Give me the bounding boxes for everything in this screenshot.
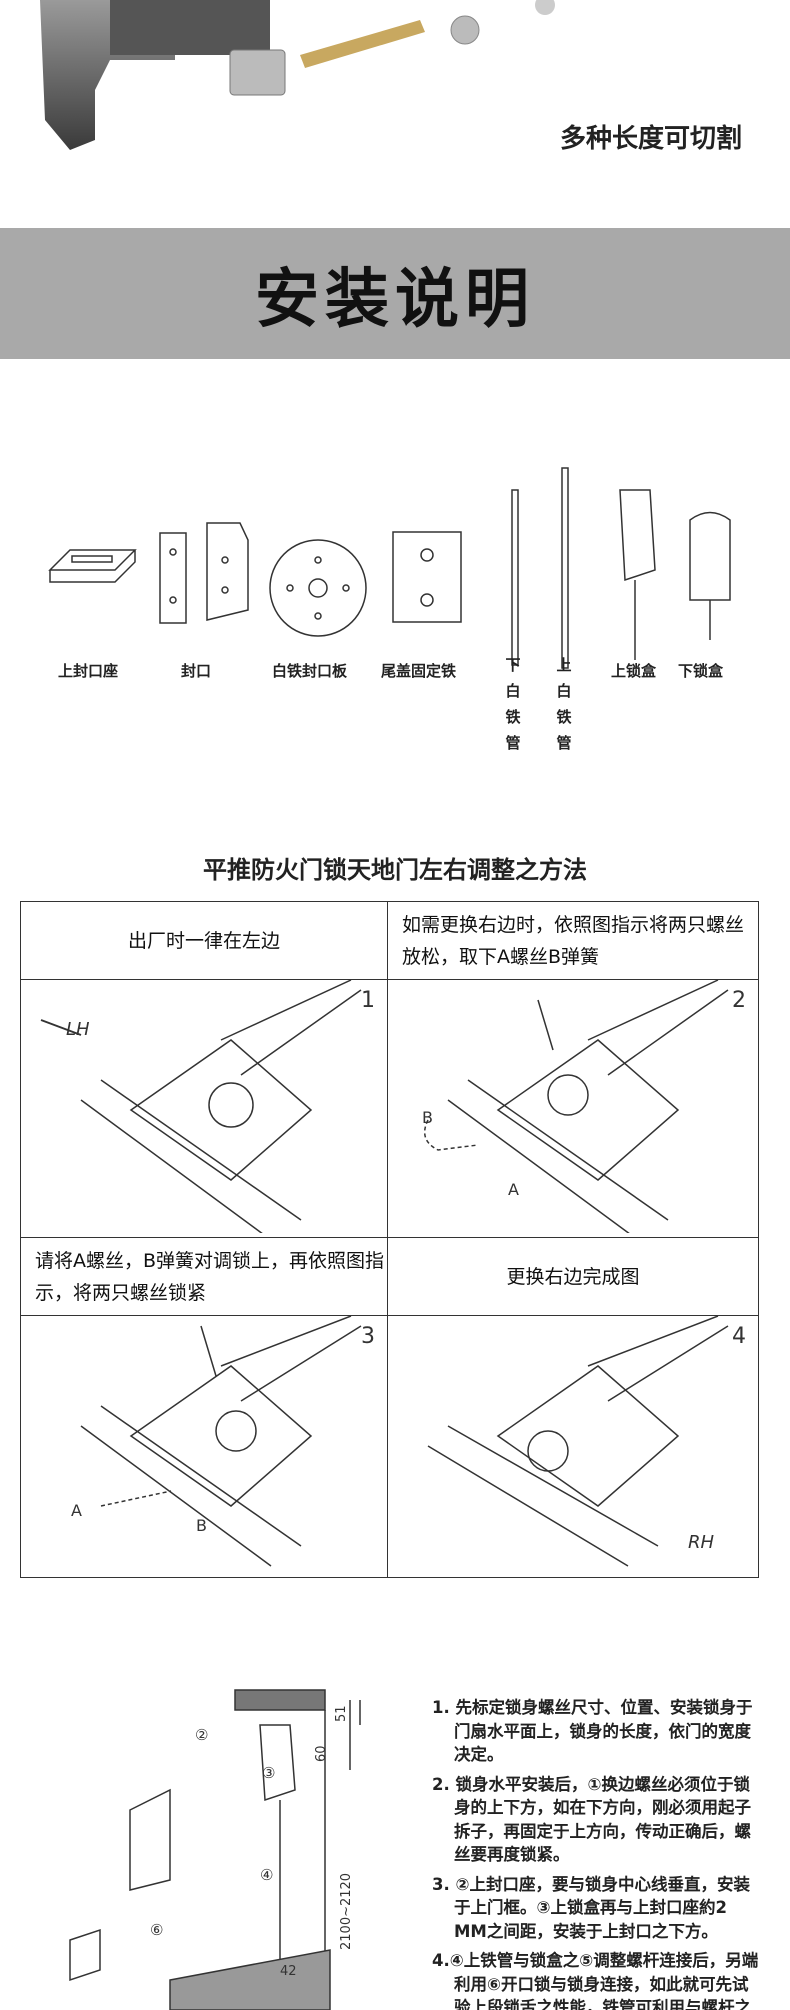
upper-lock-box-drawing	[619, 489, 656, 660]
a-mark: A	[71, 1501, 82, 1520]
diagram-number: 4	[732, 1324, 746, 1349]
upper-pipe-drawing	[561, 467, 569, 669]
rh-mark: RH	[688, 1532, 715, 1553]
screw-image	[535, 0, 555, 15]
white-iron-seal-plate-drawing	[269, 539, 367, 637]
dim-label: 2100~2120	[339, 1873, 354, 1950]
length-caption: 多种长度可切割	[559, 124, 742, 154]
callout: ②	[195, 1726, 208, 1744]
cylinder-image	[300, 20, 425, 68]
lower-pipe-drawing	[511, 489, 519, 666]
part-label: 白铁封口板	[272, 662, 348, 680]
diagram-2: B A 2	[387, 979, 759, 1241]
diagram-3: A B 3	[20, 1315, 388, 1578]
part-label-vertical: 下白铁管	[505, 656, 521, 752]
adjust-cell-text: 更换右边完成图	[387, 1237, 759, 1316]
dim-label: 42	[280, 1964, 297, 1979]
part-label: 尾盖固定铁	[381, 662, 457, 680]
step-item: 1. 先标定锁身螺丝尺寸、位置、安装锁身于门扇水平面上，锁身的长度，依门的宽度决…	[432, 1698, 753, 1764]
dimension-lines	[349, 1700, 361, 1770]
diagram-4: RH 4	[387, 1315, 759, 1578]
seal-drawing	[159, 522, 249, 624]
dim-label: 51	[334, 1705, 349, 1722]
diagram-number: 3	[361, 1324, 375, 1349]
adjust-cell-text: 请将A螺丝，B弹簧对调锁上，再依照图指示，将两只螺丝锁紧	[20, 1237, 388, 1316]
diagram-number: 1	[361, 988, 375, 1013]
step-item: 3. ②上封口座，要与锁身中心线垂直，安装于上门框。③上锁盒再与上封口座約2 M…	[432, 1874, 750, 1941]
callout: ③	[262, 1764, 275, 1782]
callout: ⑥	[150, 1921, 163, 1939]
keys-image	[450, 15, 480, 45]
step-item: 2. 锁身水平安装后，①换边螺丝必须位于锁身的上下方，如在下方向，刚必须用起子拆…	[432, 1774, 751, 1865]
lower-lock-box-drawing	[689, 511, 731, 640]
installation-steps: 1. 先标定锁身螺丝尺寸、位置、安装锁身于门扇水平面上，锁身的长度，依门的宽度决…	[432, 1696, 762, 2010]
dim-label: 60	[314, 1745, 329, 1762]
part-label: 下锁盒	[678, 662, 724, 680]
adjust-title: 平推防火门锁天地门左右调整之方法	[203, 856, 587, 884]
adjust-table: 出厂时一律在左边 如需更换右边时，依照图指示将两只螺丝放松，取下A螺丝B弹簧 L…	[20, 901, 759, 1578]
step-item: 4.④上铁管与锁盒之⑤调整螺杆连接后，另端利用⑥开口锁与锁身连接，如此就可先试验…	[432, 1951, 759, 2010]
lower-lock-box-drawing	[129, 1788, 171, 1891]
diagram-1: LH 1	[20, 979, 388, 1241]
b-mark: B	[196, 1516, 207, 1535]
a-mark: A	[508, 1180, 519, 1199]
adjust-cell-text: 如需更换右边时，依照图指示将两只螺丝放松，取下A螺丝B弹簧	[387, 901, 759, 980]
part-label: 上锁盒	[611, 662, 657, 680]
bracket-image	[229, 49, 286, 96]
push-bar-image	[110, 0, 270, 55]
adjust-cell-text: 出厂时一律在左边	[20, 901, 388, 980]
tail-cover-bracket-drawing	[392, 531, 462, 623]
part-label: 上封口座	[58, 662, 119, 680]
part-label-vertical: 上白铁管	[556, 656, 572, 752]
diagram-number: 2	[732, 988, 746, 1013]
door-frame-drawing	[234, 1689, 326, 1711]
upper-lock-box-drawing	[259, 1724, 296, 1802]
seal-seat-drawing	[69, 1928, 101, 1982]
upper-seal-seat-drawing	[48, 549, 137, 583]
installation-diagram: 51 60 42 2100~2120 ② ③ ④ ⑥	[69, 1689, 361, 2010]
banner-title: 安装说明	[255, 262, 535, 337]
part-label: 封口	[181, 662, 212, 680]
lh-mark: LH	[66, 1019, 90, 1040]
parts-illustration	[48, 467, 731, 669]
lock-body-drawing	[169, 1949, 331, 2010]
b-mark: B	[422, 1108, 433, 1127]
instructions-banner: 安装说明	[0, 228, 790, 359]
callout: ④	[260, 1866, 273, 1884]
product-photo	[40, 0, 555, 150]
